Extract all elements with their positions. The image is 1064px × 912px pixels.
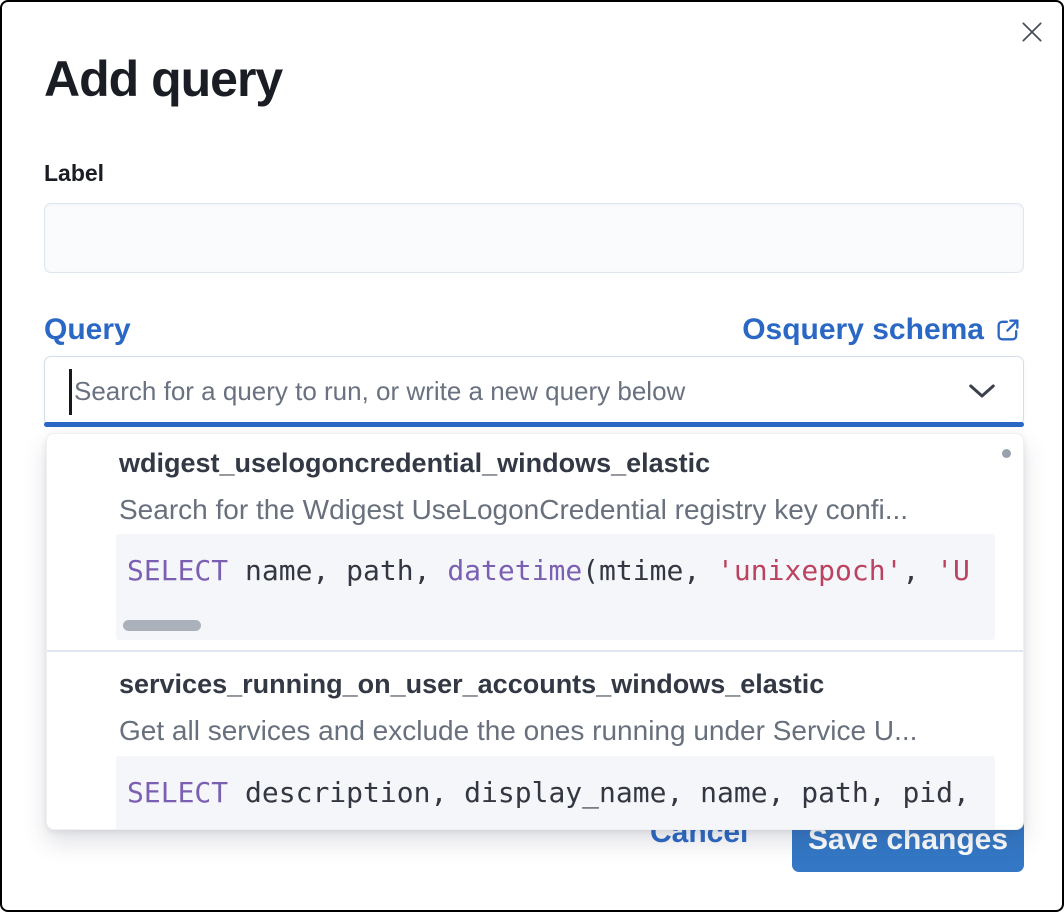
query-option-description: Get all services and exclude the ones ru… <box>119 715 918 746</box>
external-link-icon <box>997 319 1019 341</box>
sql-code: SELECT description, display_name, name, … <box>127 776 970 809</box>
label-input[interactable] <box>44 203 1024 273</box>
query-search-placeholder: Search for a query to run, or write a ne… <box>74 375 686 406</box>
chevron-down-icon[interactable] <box>967 379 997 403</box>
osquery-schema-link-label: Osquery schema <box>742 313 984 346</box>
text-cursor <box>69 369 72 415</box>
input-focus-indicator <box>44 422 1024 427</box>
horizontal-scrollbar-thumb[interactable] <box>123 620 201 631</box>
query-option-title: wdigest_uselogoncredential_windows_elast… <box>119 448 711 478</box>
osquery-schema-link[interactable]: Osquery schema <box>742 313 1022 347</box>
query-search-combobox[interactable]: Search for a query to run, or write a ne… <box>44 356 1024 427</box>
query-dropdown-panel: wdigest_uselogoncredential_windows_elast… <box>46 433 1024 830</box>
label-field-label: Label <box>44 160 105 186</box>
query-code-preview: SELECT description, display_name, name, … <box>116 756 995 829</box>
option-divider <box>47 650 1023 652</box>
query-field-header: Query Osquery schema <box>44 308 1022 352</box>
query-option-wdigest[interactable]: wdigest_uselogoncredential_windows_elast… <box>47 434 1023 650</box>
modal-title: Add query <box>44 51 283 107</box>
query-option-title: services_running_on_user_accounts_window… <box>119 669 825 699</box>
query-code-preview: SELECT name, path, datetime(mtime, 'unix… <box>116 534 995 640</box>
query-option-description: Search for the Wdigest UseLogonCredentia… <box>119 494 909 525</box>
query-option-services[interactable]: services_running_on_user_accounts_window… <box>47 651 1023 829</box>
vertical-scrollbar-thumb[interactable] <box>1002 449 1011 458</box>
query-field-label: Query <box>44 313 131 346</box>
close-icon[interactable] <box>1014 14 1050 50</box>
sql-code: SELECT name, path, datetime(mtime, 'unix… <box>127 554 970 587</box>
